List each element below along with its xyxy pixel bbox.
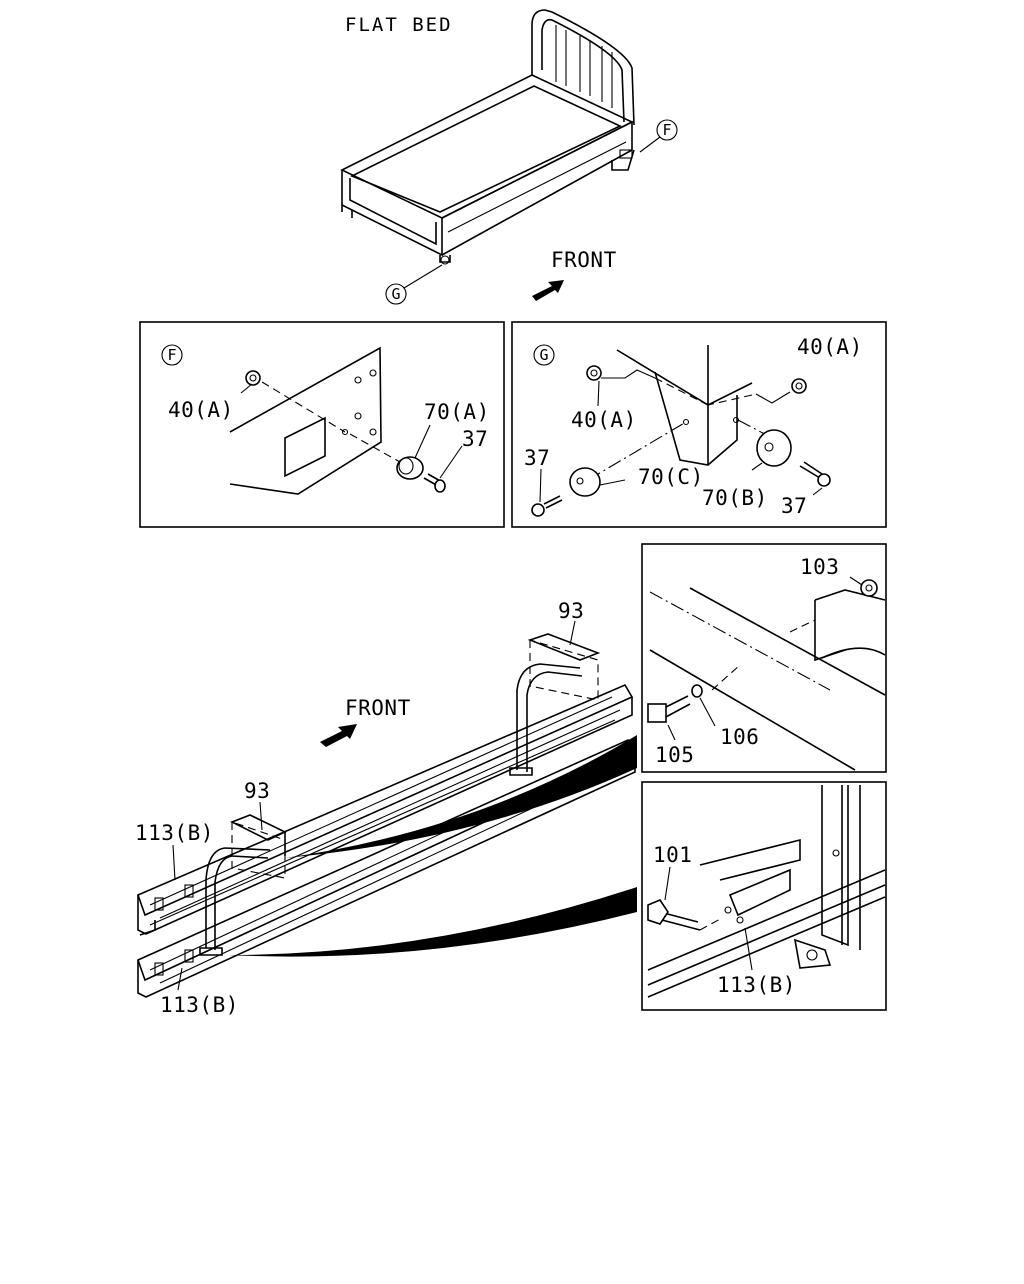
frame-label-93-near: 93 xyxy=(244,779,270,803)
frame-rails: FRONT 93 93 113(B) 113(B) xyxy=(135,599,637,1017)
detail-panel-g: G 40(A) 40(A) 37 70(C) 70(B) 37 xyxy=(511,321,887,528)
title-flat-bed: FLAT BED xyxy=(345,14,453,36)
panel-g-label-37-left: 37 xyxy=(524,446,550,470)
panel-f-label-40a: 40(A) xyxy=(168,398,234,422)
rail-label-113b: 113(B) xyxy=(717,973,796,997)
panel-g-label-37-right: 37 xyxy=(781,494,807,518)
frame-label-113b-lower: 113(B) xyxy=(160,993,239,1017)
panel-g-label-70b: 70(B) xyxy=(702,486,768,510)
bolt-label-106: 106 xyxy=(720,725,759,749)
rail-label-101: 101 xyxy=(653,843,692,867)
callout-f-letter: F xyxy=(662,121,671,139)
front-label-top: FRONT xyxy=(551,248,617,272)
detail-panel-f: F 40(A) 70(A) 37 xyxy=(139,321,505,528)
bolt-label-103: 103 xyxy=(800,555,839,579)
panel-g-letter: G xyxy=(539,346,548,364)
panel-f-label-70a: 70(A) xyxy=(424,400,490,424)
panel-f-label-37: 37 xyxy=(462,427,488,451)
callout-g-circle xyxy=(385,283,407,305)
detail-panel-bolt: 103 105 106 xyxy=(641,543,887,773)
callout-g-letter: G xyxy=(391,285,400,303)
panel-g-label-70c: 70(C) xyxy=(638,465,704,489)
panel-f-letter: F xyxy=(167,346,176,364)
front-arrow-icon xyxy=(532,280,564,301)
bolt-label-105: 105 xyxy=(655,743,694,767)
frame-label-93-far: 93 xyxy=(558,599,584,623)
front-label-frame: FRONT xyxy=(345,696,411,720)
callout-f-circle xyxy=(656,119,678,141)
detail-panel-rail: 101 113(B) xyxy=(641,781,887,1011)
front-arrow-frame-icon xyxy=(320,724,357,747)
frame-label-113b-upper: 113(B) xyxy=(135,821,214,845)
flat-bed-overview: FLAT BED F G FRONT xyxy=(340,9,678,305)
panel-g-label-40a-left: 40(A) xyxy=(571,408,637,432)
panel-g-label-40a-right: 40(A) xyxy=(797,335,863,359)
